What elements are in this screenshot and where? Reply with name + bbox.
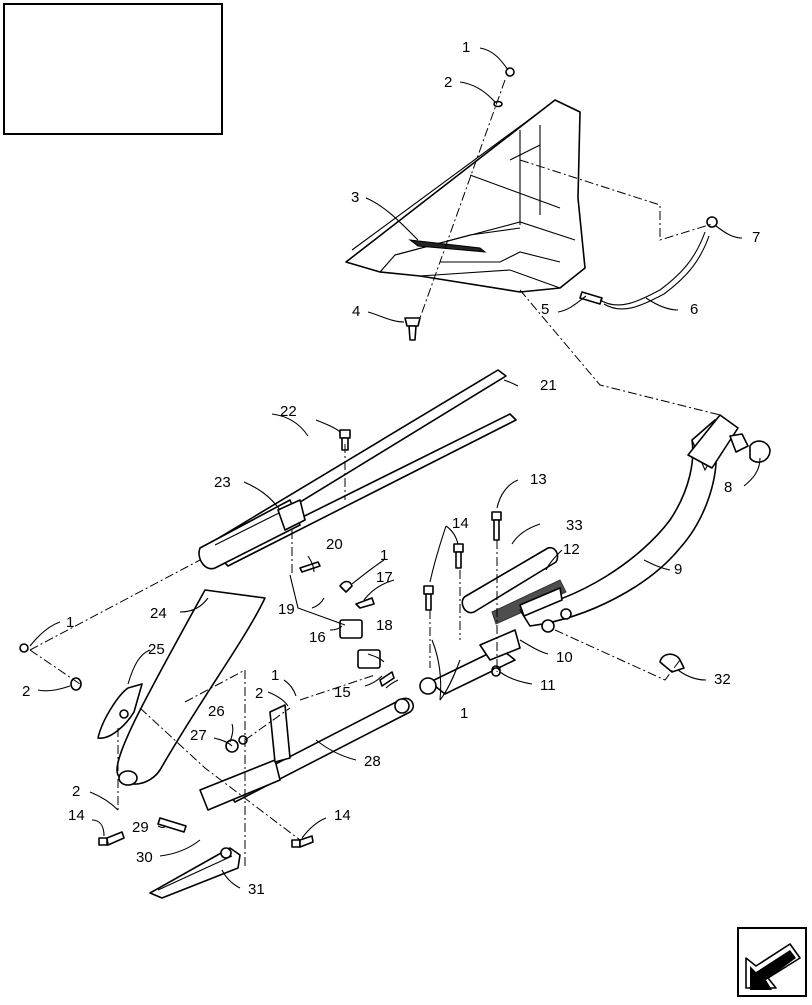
callout-2c: 2 [255, 685, 263, 702]
callout-12: 12 [563, 541, 580, 558]
callout-1d: 1 [271, 667, 279, 684]
callout-13: 13 [530, 471, 547, 488]
assembly-lines [29, 79, 721, 868]
callout-33: 33 [566, 517, 583, 534]
callout-31: 31 [248, 881, 265, 898]
callout-1e: 1 [460, 705, 468, 722]
callout-15: 15 [334, 684, 351, 701]
callout-3: 3 [351, 189, 359, 206]
spring-bolt [157, 817, 187, 833]
leader-lines [29, 47, 761, 889]
callout-14b: 14 [68, 807, 85, 824]
clamp-16 [289, 574, 381, 669]
callout-21: 21 [540, 377, 557, 394]
divider-point [149, 847, 241, 899]
callout-11: 11 [540, 677, 556, 694]
rod-end-assembly [198, 499, 306, 570]
callout-6: 6 [690, 301, 698, 318]
callout-30: 30 [136, 849, 153, 866]
callout-25: 25 [148, 641, 165, 658]
chain [579, 216, 718, 310]
shield [97, 683, 143, 739]
callout-19: 19 [278, 601, 295, 618]
callout-1c: 1 [66, 614, 74, 631]
callout-labels: 1 2 3 4 5 6 7 8 9 10 11 12 13 14 14 14 1… [22, 39, 760, 898]
callout-29: 29 [132, 819, 149, 836]
divider-housing [345, 99, 586, 293]
callout-2b: 2 [22, 683, 30, 700]
callout-24: 24 [150, 605, 167, 622]
title-frame [3, 3, 223, 135]
callout-7: 7 [752, 229, 760, 246]
callout-26: 26 [208, 703, 225, 720]
callout-17: 17 [376, 569, 393, 586]
callout-28: 28 [364, 753, 381, 770]
callout-9: 9 [674, 561, 682, 578]
callout-2d: 2 [72, 783, 80, 800]
callout-27: 27 [190, 727, 207, 744]
callout-10: 10 [556, 649, 573, 666]
callout-1b: 1 [380, 547, 388, 564]
callout-14c: 14 [334, 807, 351, 824]
callout-4: 4 [352, 303, 360, 320]
callout-1: 1 [462, 39, 470, 56]
bracket-10 [419, 629, 521, 695]
knob [659, 653, 685, 673]
callout-23: 23 [214, 474, 231, 491]
bolts [19, 67, 515, 848]
nut [729, 433, 771, 463]
carriage-bolt [404, 317, 421, 341]
callout-32: 32 [714, 671, 731, 688]
callout-16: 16 [309, 629, 326, 646]
return-arrow-icon[interactable] [737, 927, 807, 997]
callout-2: 2 [444, 74, 452, 91]
callout-8: 8 [724, 479, 732, 496]
callout-5: 5 [541, 301, 549, 318]
divider-panel [116, 589, 266, 786]
callout-18: 18 [376, 617, 393, 634]
callout-20: 20 [326, 536, 343, 553]
lower-tube [199, 697, 415, 811]
callout-14a: 14 [452, 515, 469, 532]
callout-22: 22 [280, 403, 297, 420]
